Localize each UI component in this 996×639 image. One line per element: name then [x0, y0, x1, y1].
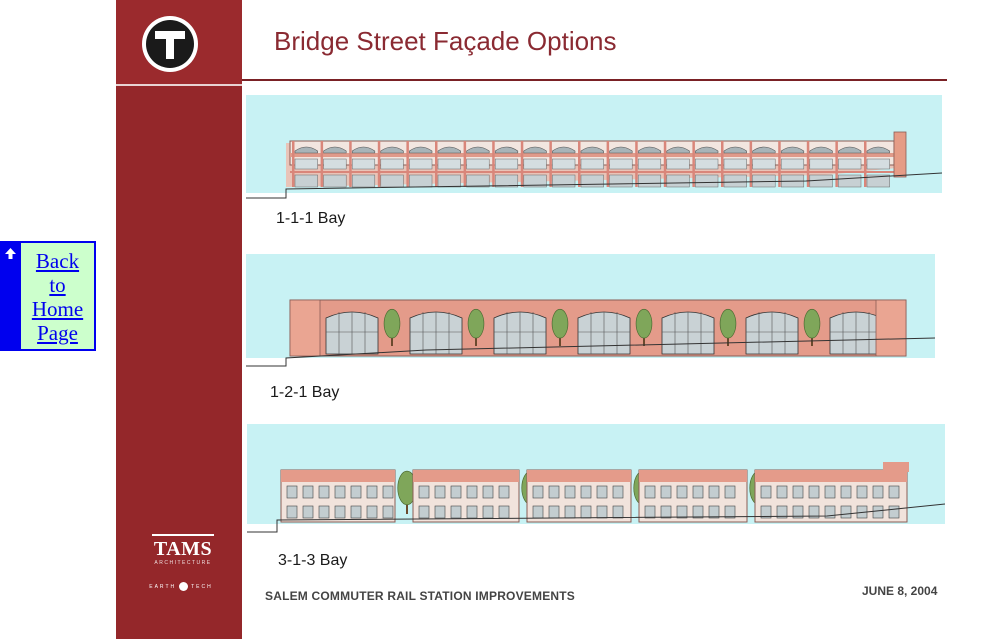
- back-link-line-4[interactable]: Page: [37, 321, 78, 345]
- elevation-drawing-1: [246, 131, 942, 203]
- back-link-line-3[interactable]: Home: [31, 297, 84, 321]
- tams-logo: TAMS ARCHITECTURE: [152, 534, 214, 566]
- earth-tech-right: TECH: [191, 583, 213, 590]
- back-home-text-box[interactable]: Back to Home Page: [21, 241, 96, 351]
- presentation-date: JUNE 8, 2004: [862, 584, 938, 598]
- earth-tech-left: EARTH: [149, 583, 177, 590]
- slide-sidebar: TAMS ARCHITECTURE EARTH TECH: [116, 0, 242, 639]
- back-link-line-2[interactable]: to: [49, 273, 66, 297]
- option-caption-3: 3-1-3 Bay: [278, 552, 348, 569]
- title-divider: [242, 79, 947, 81]
- elevation-1-2-1: [246, 254, 935, 370]
- tams-logo-word: TAMS: [152, 534, 214, 560]
- nav-arrow-column[interactable]: [0, 241, 21, 351]
- back-to-home-link[interactable]: Back to Home Page: [0, 241, 96, 351]
- t-logo-icon: [142, 16, 198, 72]
- elevation-drawing-2: [246, 299, 935, 370]
- earth-tech-globe-icon: [179, 582, 189, 591]
- option-caption-1: 1-1-1 Bay: [276, 210, 346, 227]
- project-name: SALEM COMMUTER RAIL STATION IMPROVEMENTS: [265, 589, 575, 603]
- earth-tech-logo: EARTH TECH: [136, 582, 226, 591]
- elevation-1-1-1: [246, 95, 942, 203]
- back-link-line-1[interactable]: Back: [35, 249, 80, 273]
- elevation-drawing-3: [247, 462, 945, 536]
- up-arrow-icon: [5, 248, 16, 259]
- page-title: Bridge Street Façade Options: [274, 26, 617, 56]
- option-caption-2: 1-2-1 Bay: [270, 384, 340, 401]
- tams-logo-sub: ARCHITECTURE: [154, 560, 212, 566]
- logo-area: [116, 0, 242, 86]
- elevation-3-1-3: [247, 424, 945, 536]
